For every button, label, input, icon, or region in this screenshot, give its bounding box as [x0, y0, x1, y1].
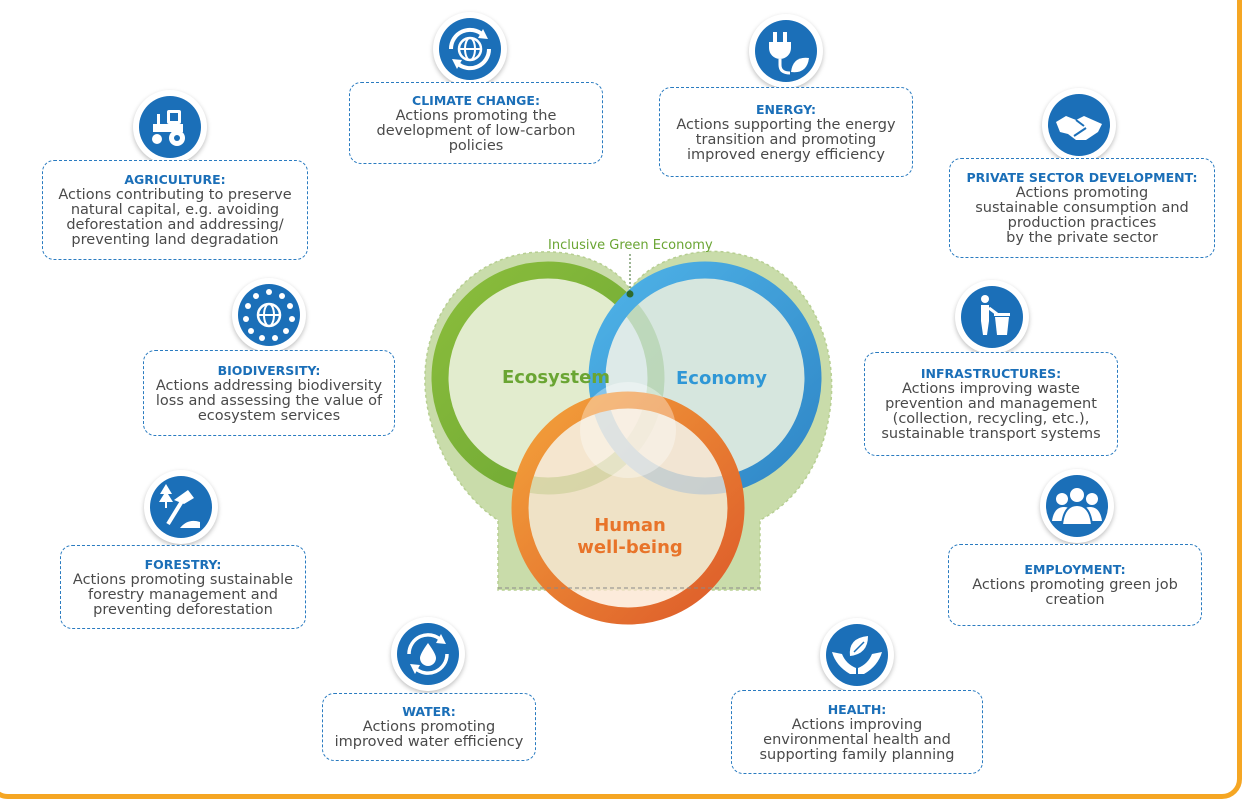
biodiversity-card: BIODIVERSITY: Actions addressing biodive…: [143, 350, 395, 436]
climate-change-desc: Actions promoting the development of low…: [376, 107, 576, 154]
water-desc: Actions promoting improved water efficie…: [334, 719, 524, 750]
health-card: HEALTH: Actions improving environmental …: [731, 690, 983, 774]
energy-title: ENERGY:: [755, 101, 817, 117]
biodiversity-title: BIODIVERSITY:: [217, 362, 321, 378]
climate-change-card: CLIMATE CHANGE: Actions promoting the de…: [349, 82, 603, 164]
health-title: HEALTH:: [827, 701, 887, 717]
health-desc: Actions improving environmental health a…: [759, 716, 955, 763]
ecosystem-label: Ecosystem: [502, 367, 611, 388]
private-sector-title: PRIVATE SECTOR DEVELOPMENT:: [966, 170, 1198, 185]
water-title: WATER:: [402, 704, 456, 719]
forestry-title: FORESTRY:: [144, 556, 222, 572]
private-sector-desc: Actions promoting sustainable consumptio…: [975, 185, 1189, 246]
tractor-icon: [133, 90, 207, 164]
agriculture-title: AGRICULTURE:: [124, 172, 226, 187]
forestry-card: FORESTRY: Actions promoting sustainable …: [60, 545, 306, 629]
infrastructures-card: INFRASTRUCTURES: Actions improving waste…: [864, 352, 1118, 456]
venn-diagram: [420, 230, 840, 654]
infrastructures-title: INFRASTRUCTURES:: [920, 366, 1062, 381]
handshake-icon: [1042, 88, 1116, 162]
human-label-line1: Human: [594, 515, 666, 536]
biodiversity-desc: Actions addressing biodiversity loss and…: [155, 377, 383, 424]
plug-leaf-icon: [749, 14, 823, 88]
agriculture-desc: Actions contributing to preserve natural…: [58, 187, 292, 248]
human-wellbeing-label: Human well-being: [565, 515, 695, 559]
water-drop-cycle-icon: [391, 617, 465, 691]
energy-desc: Actions supporting the energy transition…: [676, 116, 896, 163]
people-group-icon: [1040, 469, 1114, 543]
employment-card: EMPLOYMENT: Actions promoting green job …: [948, 544, 1202, 626]
globe-animals-icon: [232, 278, 306, 352]
axe-tree-icon: [144, 470, 218, 544]
economy-label: Economy: [676, 368, 768, 389]
venn-graphic: [424, 250, 833, 625]
human-wellbeing-circle: [511, 391, 745, 625]
energy-card: ENERGY: Actions supporting the energy tr…: [659, 87, 913, 177]
private-sector-card: PRIVATE SECTOR DEVELOPMENT: Actions prom…: [949, 158, 1215, 258]
human-label-line2: well-being: [577, 537, 683, 558]
waste-bin-icon: [955, 280, 1029, 354]
infrastructures-desc: Actions improving waste prevention and m…: [881, 381, 1101, 442]
inclusive-green-economy-label: Inclusive Green Economy: [548, 238, 713, 253]
agriculture-card: AGRICULTURE: Actions contributing to pre…: [42, 160, 308, 260]
hands-leaf-icon: [820, 618, 894, 692]
forestry-desc: Actions promoting sustainable forestry m…: [72, 571, 294, 618]
globe-recycle-icon: [433, 12, 507, 86]
employment-desc: Actions promoting green job creation: [972, 577, 1178, 608]
climate-change-title: CLIMATE CHANGE:: [412, 92, 540, 108]
water-card: WATER: Actions promoting improved water …: [322, 693, 536, 761]
employment-title: EMPLOYMENT:: [1024, 562, 1126, 577]
